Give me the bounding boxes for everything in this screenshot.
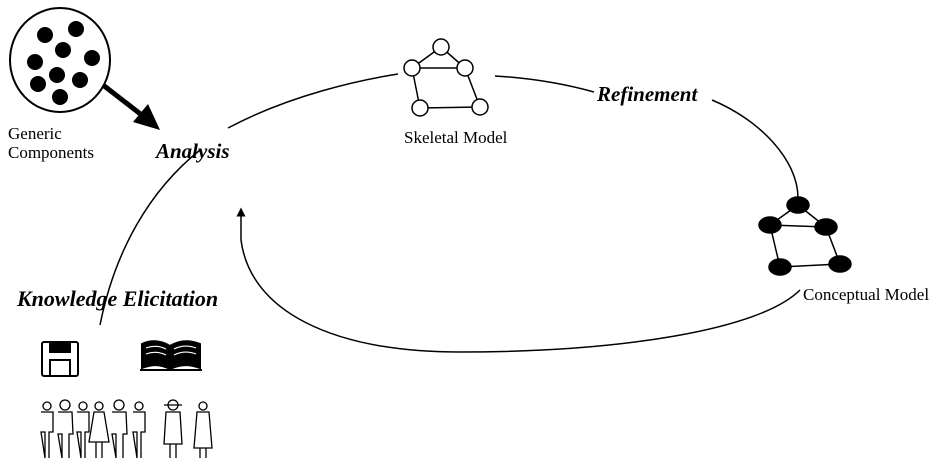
generic-components-label: Generic Components	[8, 124, 94, 162]
skeletal-model-label: Skeletal Model	[404, 128, 508, 147]
knowledge-elicitation-label: Knowledge Elicitation	[17, 286, 219, 311]
conceptual-model-graph	[758, 196, 852, 276]
conceptual-model-label: Conceptual Model	[803, 285, 930, 304]
refinement-label: Refinement	[597, 82, 698, 106]
analysis-label: Analysis	[156, 139, 230, 163]
skeletal-model-graph	[403, 38, 489, 117]
generic-to-analysis-arrow	[101, 83, 160, 130]
generic-components-label-line1: Generic	[8, 124, 62, 143]
generic-components-circle	[9, 7, 111, 113]
people-group-icon	[40, 399, 213, 459]
open-book-icon	[140, 340, 202, 371]
cycle-arcs	[99, 73, 801, 353]
floppy-disk-icon	[41, 341, 79, 377]
generic-components-label-line2: Components	[8, 143, 94, 162]
